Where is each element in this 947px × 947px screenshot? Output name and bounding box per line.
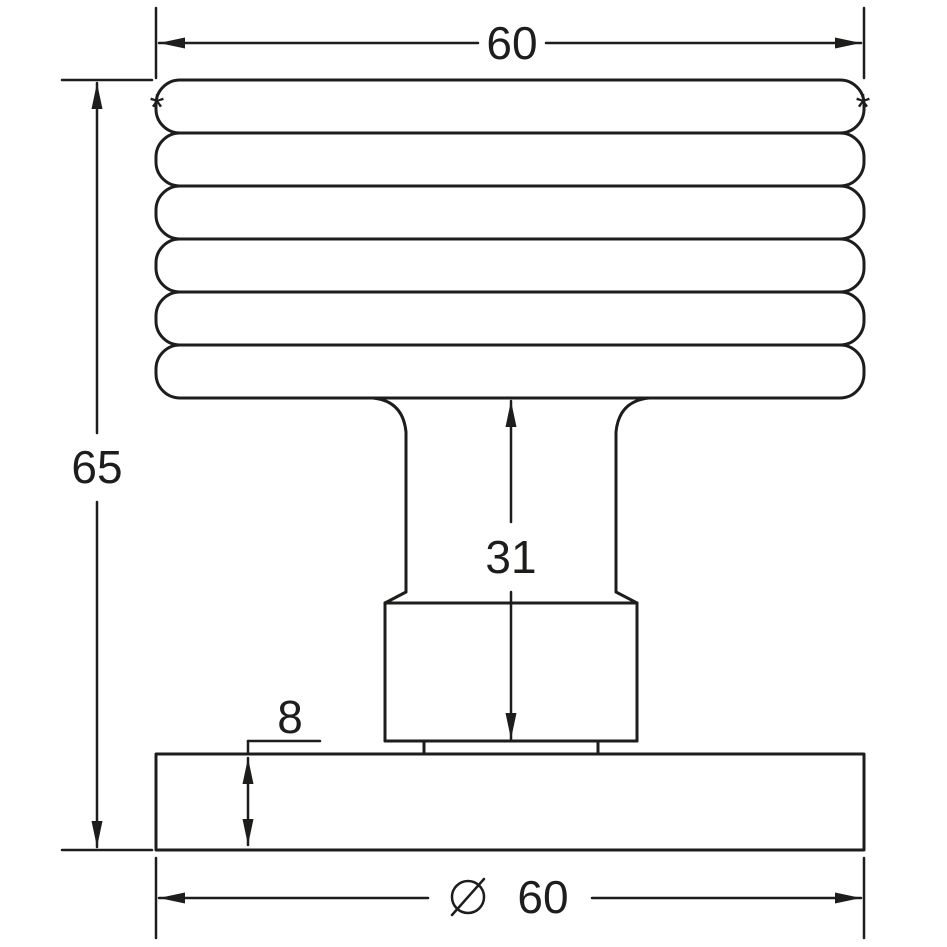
head-band [154,184,866,241]
head-band [154,290,866,347]
dim-base-diameter: 60 [154,856,866,940]
knob-outline [154,78,866,852]
dim-overall-height-label: 65 [71,441,122,493]
stem-right-edge [614,396,651,594]
stem-left-edge [371,396,408,594]
head-band [154,131,866,188]
surface-mark-left: * [150,87,165,129]
surface-mark-right: * [856,87,871,129]
knob-stem [371,396,651,756]
dim-base-diameter-label: 60 [517,871,568,923]
dim-stem-height: 31 [485,399,537,741]
surface-marks: * * [150,87,871,129]
dim-base-thickness: 8 [242,691,322,847]
collar-chamfer-left [383,590,408,605]
head-band [154,78,866,135]
base-plate [154,752,866,852]
collar-chamfer-right [614,590,639,605]
diameter-symbol-icon [450,877,486,917]
head-band [154,343,866,400]
knob-head [154,78,866,400]
dim-top-width-label: 60 [486,17,537,69]
dim-overall-height: 65 [60,78,154,852]
dim-base-thickness-label: 8 [277,691,303,743]
dim-stem-height-label: 31 [485,531,536,583]
head-band [154,237,866,294]
dim-top-width: 60 [154,6,866,80]
